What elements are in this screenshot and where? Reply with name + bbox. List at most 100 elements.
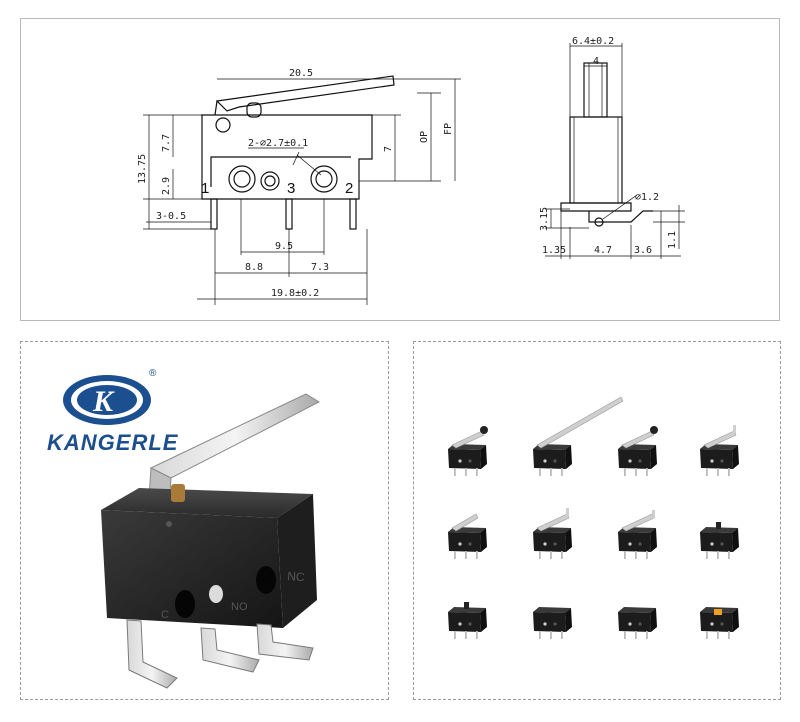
gallery-terminal	[646, 551, 648, 559]
gallery-hole	[468, 459, 472, 463]
gallery-body-side	[650, 528, 657, 552]
front-body	[201, 114, 373, 200]
gallery-hole	[638, 542, 642, 546]
gallery-hole	[628, 622, 632, 626]
gallery-terminal	[476, 551, 478, 559]
front-hole-center-inner	[264, 175, 276, 187]
gallery-switch-roller-lever	[448, 426, 488, 476]
gallery-terminal	[728, 551, 730, 559]
front-hole-left	[228, 165, 256, 193]
dim-side-width: 6.4±0.2	[572, 36, 614, 47]
gallery-terminal	[465, 468, 467, 476]
gallery-body-front	[618, 449, 651, 469]
photo-label-no: NO	[231, 601, 248, 613]
gallery-hole	[628, 459, 632, 463]
gallery-terminal	[635, 631, 637, 639]
gallery-body-side	[480, 445, 487, 469]
gallery-hole	[543, 622, 547, 626]
registered-mark: ®	[149, 368, 157, 379]
dim-inner-height: 7	[383, 146, 394, 152]
gallery-hole	[458, 459, 462, 463]
gallery-body-side	[565, 608, 572, 632]
photo-terminal-center	[200, 627, 260, 673]
gallery-terminal	[717, 631, 719, 639]
gallery-body-front	[448, 449, 481, 469]
gallery-hole	[710, 542, 714, 546]
gallery-terminal	[465, 631, 467, 639]
dim-width-mid: 4.7	[594, 245, 612, 256]
gallery-hole	[543, 459, 547, 463]
gallery-body-side	[732, 528, 739, 552]
photo-terminal-left	[126, 619, 178, 689]
front-view: 1 3 2 2-⌀2.7±0.1 20.5 13.75 7.7 2.9 3-0.…	[137, 68, 461, 305]
front-terminal-3	[285, 198, 293, 230]
micro-switch-photo: NC NO C	[101, 393, 321, 689]
gallery-lever	[536, 396, 624, 449]
logo-emblem-core	[77, 385, 137, 415]
front-hole-right	[310, 165, 338, 193]
gallery-hole	[468, 542, 472, 546]
gallery-body-top	[700, 527, 738, 533]
photo-label-c: C	[161, 609, 169, 621]
gallery-terminal	[646, 631, 648, 639]
gallery-terminal	[561, 631, 563, 639]
gallery-switch-hinge-lever	[700, 425, 739, 476]
gallery-switch-hinge-lever	[533, 508, 572, 559]
gallery-lever	[621, 430, 655, 449]
gallery-switch-long-lever	[533, 396, 624, 476]
gallery-switch-orange-button	[700, 607, 739, 639]
photo-hole-right	[256, 566, 276, 594]
gallery-body-front	[533, 612, 566, 632]
product-gallery	[448, 396, 739, 639]
gallery-hole	[710, 459, 714, 463]
gallery-hole	[638, 459, 642, 463]
dim-step-height: 3.15	[539, 207, 550, 231]
side-body	[569, 116, 623, 204]
dim-pitch-left: 8.8	[245, 262, 263, 273]
gallery-body-side	[565, 445, 572, 469]
gallery-body-side	[480, 608, 487, 632]
dim-fp: FP	[443, 123, 454, 135]
gallery-body-front	[700, 612, 733, 632]
gallery-terminal	[728, 631, 730, 639]
gallery-body-front	[700, 449, 733, 469]
brand-logo: K ® KANGERLE	[47, 368, 178, 455]
gallery-hole	[458, 542, 462, 546]
gallery-terminal	[539, 468, 541, 476]
photo-label-nc: NC	[287, 569, 306, 584]
front-mounting-hole-top	[215, 117, 231, 133]
gallery-body-front	[700, 532, 733, 552]
front-hole-left-inner	[233, 170, 251, 188]
logo-letter: K	[92, 385, 115, 418]
gallery-terminal	[476, 631, 478, 639]
gallery-hole	[543, 542, 547, 546]
front-actuator-button	[246, 102, 262, 118]
front-inner-contour	[210, 156, 351, 187]
gallery-body-front	[533, 532, 566, 552]
photo-plunger	[171, 484, 185, 502]
gallery-terminal	[706, 551, 708, 559]
gallery-body-front	[533, 449, 566, 469]
gallery-switch-bare-body	[533, 607, 572, 639]
gallery-terminal	[550, 631, 552, 639]
technical-drawing: 1 3 2 2-⌀2.7±0.1 20.5 13.75 7.7 2.9 3-0.…	[137, 36, 685, 305]
gallery-terminal	[561, 468, 563, 476]
gallery-switch-simulated-roller	[618, 510, 657, 559]
gallery-plunger	[716, 522, 721, 529]
photo-terminal-right	[256, 623, 314, 661]
product-photo-panel: K ® KANGERLE NC NO C	[20, 341, 389, 700]
hole-spec-label: 2-⌀2.7±0.1	[248, 138, 308, 149]
gallery-lever-tip	[566, 508, 569, 516]
dim-body-length: 19.8±0.2	[271, 288, 319, 299]
dim-width-right: 3.6	[634, 245, 652, 256]
gallery-body-top	[448, 607, 486, 613]
gallery-body-side	[565, 528, 572, 552]
gallery-terminal	[624, 468, 626, 476]
dim-pitch-right: 7.3	[311, 262, 329, 273]
side-view: ⌀1.2 6.4±0.2 4 3.15 1.35 4.7 3.6 1.1	[539, 36, 685, 259]
pin-label-2: 2	[345, 180, 353, 197]
gallery-terminal	[454, 468, 456, 476]
photo-hole-left	[175, 590, 195, 618]
product-gallery-panel	[413, 341, 781, 700]
gallery-roller	[650, 426, 658, 434]
